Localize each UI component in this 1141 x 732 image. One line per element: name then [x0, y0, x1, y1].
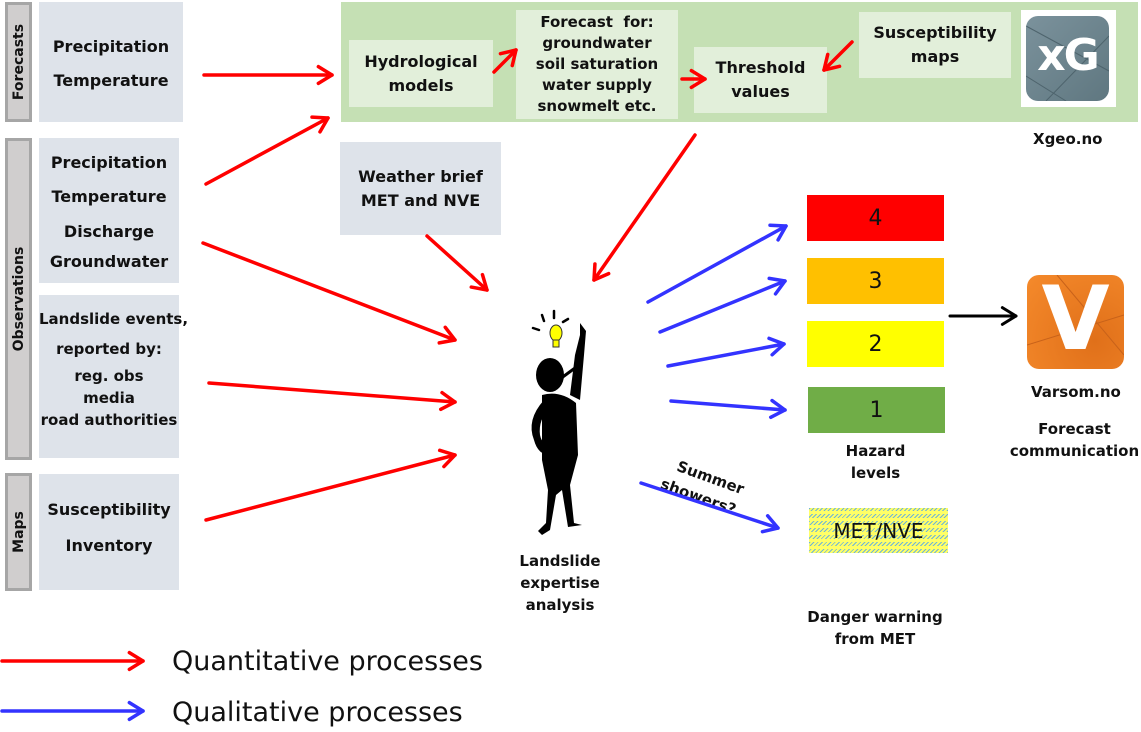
- expert-caption-line3: analysis: [525, 596, 595, 614]
- forecast-communication-line1: Forecast: [1038, 420, 1111, 438]
- threshold-values-line2: values: [731, 82, 790, 101]
- hydrological-models-box: Hydrological models: [349, 40, 493, 107]
- arrow-obs-to-expert: [201, 241, 457, 345]
- susceptibility-maps-line1: Susceptibility: [873, 23, 997, 42]
- forecast-communication-caption: Forecast communication: [1008, 418, 1141, 462]
- legend-quantitative-label: Quantitative processes: [172, 646, 483, 677]
- hazard-level-1-value: 1: [869, 397, 884, 423]
- arrow-forecast-to-threshold: [680, 68, 707, 90]
- arrow-weather-to-expert: [425, 234, 489, 292]
- arrow-landslide-to-expert: [207, 381, 457, 412]
- maps-susceptibility: Susceptibility: [47, 500, 171, 519]
- expert-caption-line2: expertise: [520, 574, 600, 592]
- expert-caption-line1: Landslide: [519, 552, 601, 570]
- expert-figure-icon: [531, 309, 586, 535]
- arrow-expert-to-level-2: [666, 336, 786, 368]
- hazard-level-4: 4: [807, 195, 944, 241]
- arrow-expert-to-level-1: [669, 398, 787, 420]
- forecast-snowmelt: snowmelt etc.: [537, 97, 657, 115]
- arrow-maps-to-expert: [204, 448, 457, 522]
- threshold-values-line1: Threshold: [715, 58, 806, 77]
- hazard-levels-caption-line2: levels: [850, 464, 901, 482]
- lightbulb-icon: [549, 324, 563, 348]
- hazard-level-3-value: 3: [868, 268, 883, 294]
- varsom-logo-icon[interactable]: V: [1027, 275, 1124, 369]
- lightbulb-rays: [531, 309, 570, 332]
- susceptibility-maps-line2: maps: [910, 47, 960, 66]
- arrow-obs-to-hydro: [204, 115, 330, 186]
- hazard-level-1: 1: [808, 387, 945, 433]
- forecast-temperature: Temperature: [53, 71, 169, 90]
- arrow-expert-to-level-3: [658, 276, 787, 334]
- obs-temperature: Temperature: [51, 187, 167, 206]
- reported-by: reported by:: [56, 340, 162, 358]
- arrow-susceptibility-to-threshold: [822, 40, 854, 72]
- arrow-expert-to-level-4: [646, 223, 788, 304]
- arrow-expert-to-met-warning: [639, 481, 780, 534]
- tab-observations: Observations: [5, 138, 32, 460]
- legend-qualitative-label: Qualitative processes: [172, 697, 463, 728]
- weather-brief-line2: MET and NVE: [360, 190, 481, 210]
- hazard-level-4-value: 4: [868, 205, 883, 231]
- tab-maps: Maps: [5, 473, 32, 591]
- obs-groundwater: Groundwater: [49, 252, 169, 271]
- forecast-groundwater: groundwater: [542, 34, 652, 52]
- hazard-level-2-value: 2: [868, 331, 883, 357]
- observations-measurements-box: Precipitation Temperature Discharge Grou…: [39, 138, 179, 283]
- expert-caption: Landslide expertise analysis: [510, 550, 610, 616]
- maps-inventory: Inventory: [65, 536, 153, 555]
- varsom-logo-text: V: [1041, 275, 1110, 369]
- landslide-events-box: Landslide events, reported by: reg. obs …: [39, 295, 189, 458]
- forecast-soil-saturation: soil saturation: [535, 55, 659, 73]
- forecast-for-title: Forecast for:: [540, 13, 654, 31]
- xgeo-logo-text: xG: [1037, 30, 1100, 81]
- obs-precipitation: Precipitation: [50, 153, 168, 172]
- tab-forecasts: Forecasts: [5, 2, 32, 122]
- arrow-xgeo-to-expert: [592, 133, 697, 282]
- forecast-precipitation: Precipitation: [52, 37, 170, 56]
- maps-box: Susceptibility Inventory: [39, 474, 179, 590]
- susceptibility-maps-box: Susceptibility maps: [859, 12, 1011, 78]
- hazard-levels-caption: Hazard levels: [838, 440, 913, 484]
- met-nve-label: MET/NVE: [833, 518, 924, 543]
- reporter-media: media: [83, 389, 135, 407]
- weather-brief-line1: Weather brief: [358, 166, 483, 186]
- varsom-logo-lines: [1027, 275, 1124, 356]
- forecast-communication-line2: communication: [1009, 442, 1140, 460]
- forecast-water-supply: water supply: [542, 76, 652, 94]
- danger-warning-line2: from MET: [834, 630, 916, 648]
- reporter-regobs: reg. obs: [74, 367, 144, 385]
- arrow-hydro-to-forecast: [492, 48, 518, 74]
- forecast-for-box: Forecast for: groundwater soil saturatio…: [516, 10, 678, 119]
- hazard-level-3: 3: [807, 258, 944, 304]
- arrow-forecast-to-hydro: [202, 64, 334, 86]
- xgeo-logo-lines: [1026, 25, 1109, 101]
- xgeo-logo-frame: xG: [1021, 10, 1116, 107]
- arrow-hazard-to-varsom: [948, 306, 1018, 326]
- xgeo-caption[interactable]: Xgeo.no: [1033, 130, 1103, 148]
- hazard-levels-caption-line1: Hazard: [845, 442, 906, 460]
- varsom-caption[interactable]: Varsom.no: [1031, 383, 1121, 401]
- hazard-level-2: 2: [807, 321, 944, 367]
- hydrological-models-line1: Hydrological: [364, 51, 478, 71]
- met-nve-warning-box: MET/NVE: [809, 508, 948, 553]
- forecast-inputs-box: Precipitation Temperature: [39, 2, 183, 122]
- landslide-events: Landslide events,: [39, 310, 189, 328]
- danger-warning-line1: Danger warning: [807, 608, 943, 626]
- danger-warning-caption: Danger warning from MET: [800, 606, 950, 650]
- legend-quantitative-arrow: [0, 650, 145, 672]
- legend-qualitative-arrow: [0, 700, 145, 722]
- hydrological-models-line2: models: [388, 75, 454, 95]
- reporter-road-authorities: road authorities: [40, 411, 178, 429]
- weather-brief-box: Weather brief MET and NVE: [340, 142, 501, 235]
- xgeo-logo-icon[interactable]: xG: [1026, 16, 1109, 101]
- obs-discharge: Discharge: [63, 222, 155, 241]
- threshold-values-box: Threshold values: [694, 47, 827, 113]
